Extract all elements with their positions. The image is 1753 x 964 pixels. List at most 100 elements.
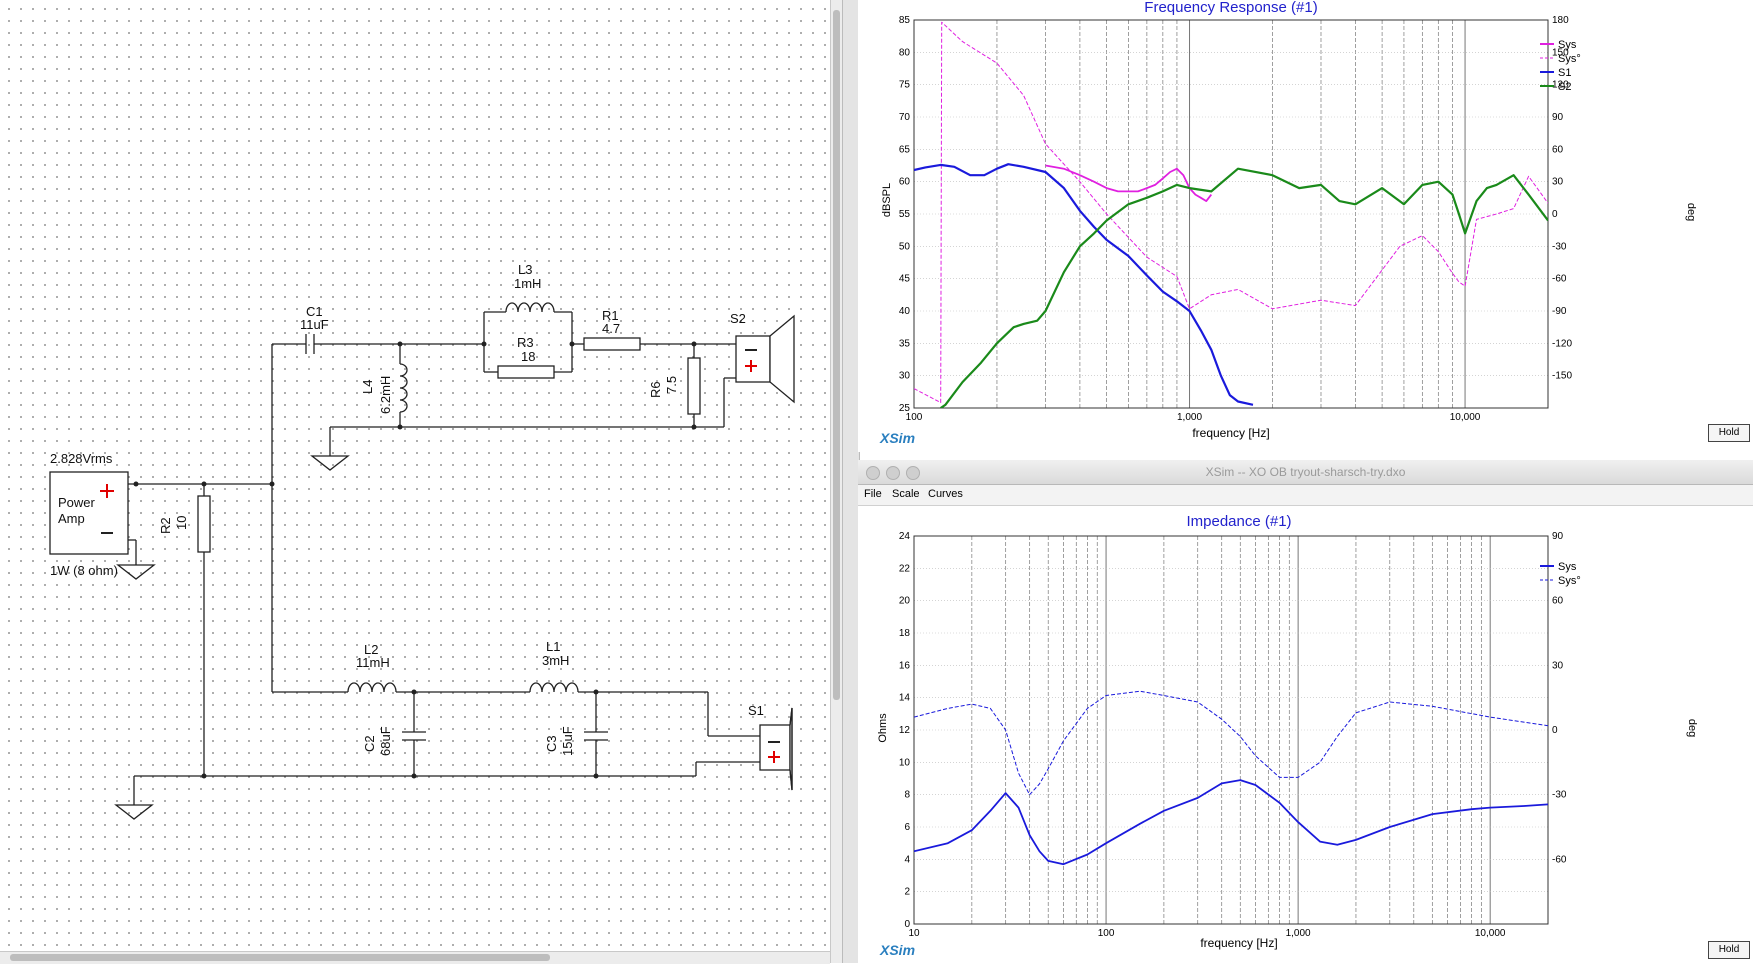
y2-tick-label: 30 [1552,660,1564,671]
s2-speaker-body[interactable] [735,335,771,383]
plot-frame [913,535,1549,925]
c2-name: C2 [362,735,377,752]
y-tick-label: 4 [904,854,910,865]
minimize-window-button[interactable] [886,466,900,480]
y-axis-label: Ohms [877,713,889,743]
xsim-brand: XSim [880,942,916,958]
l2-value: 11mH [356,655,390,670]
scrollbar-thumb[interactable] [833,10,840,700]
y-tick-label: 45 [899,274,911,285]
menu-file[interactable]: File [864,488,882,500]
y2-tick-label: -120 [1552,338,1572,349]
ground-symbol-amp [116,564,156,580]
source-voltage-label: 2.828Vrms [50,451,113,466]
y-tick-label: 14 [899,693,911,704]
y2-tick-label: 60 [1552,144,1564,155]
y-tick-label: 80 [899,47,911,58]
y-tick-label: 22 [899,563,911,574]
x-tick-label: 1,000 [1286,928,1311,939]
series-group [914,21,1548,408]
y-tick-label: 2 [904,887,910,898]
l3-coil[interactable] [505,302,555,313]
legend-label: S1 [1558,67,1571,79]
xsim-brand: XSim [880,430,916,446]
y2-tick-label: -30 [1552,241,1567,252]
r1-name: R1 [602,308,619,323]
chart-title: Frequency Response (#1) [1144,0,1317,16]
menu-scale[interactable]: Scale [892,488,920,500]
y2-tick-label: -150 [1552,371,1572,382]
s1-speaker-body[interactable] [759,724,791,771]
l1-coil[interactable] [529,682,579,693]
y2-axis-label: deg [1685,203,1697,221]
schematic-horizontal-scrollbar[interactable] [0,951,830,964]
hold-button[interactable]: Hold [1708,941,1750,959]
s1-name: S1 [748,703,764,718]
r3-name: R3 [517,335,534,350]
r6-resistor[interactable] [687,357,701,415]
l1-value: 3mH [542,653,569,668]
y-tick-label: 0 [904,919,910,930]
frequency-response-pane: Frequency Response (#1) dBSPL deg freque… [858,0,1753,452]
r1-resistor[interactable] [583,337,641,351]
y2-tick-label: -90 [1552,306,1567,317]
grid [913,535,1549,925]
r3-resistor[interactable] [497,365,555,379]
y2-tick-label: -30 [1552,790,1567,801]
y-tick-label: 60 [899,177,911,188]
l4-coil[interactable] [399,363,408,413]
l3-value: 1mH [514,276,541,291]
zoom-window-button[interactable] [906,466,920,480]
series-line-s2 [940,167,1548,408]
chart-title: Impedance (#1) [1186,513,1291,530]
r2-resistor[interactable] [197,495,211,553]
x-tick-label: 10,000 [1450,412,1481,423]
window-title: XSim -- XO OB tryout-sharsch-try.dxo [1205,465,1406,479]
l3-name: L3 [518,262,532,277]
y2-tick-label: 180 [1552,15,1569,26]
schematic-drawing: 2.828Vrms Power Amp 1W (8 ohm) C1 11uF L… [49,262,795,820]
l2-name: L2 [364,642,378,657]
r3-value: 18 [521,349,535,364]
y2-tick-label: 150 [1552,47,1569,58]
y-tick-label: 30 [899,371,911,382]
source-name-line2: Amp [58,511,85,526]
l2-coil[interactable] [347,682,397,693]
schematic-vertical-scrollbar[interactable] [830,0,843,963]
y-tick-label: 20 [899,596,911,607]
schematic-canvas[interactable]: 2.828Vrms Power Amp 1W (8 ohm) C1 11uF L… [0,0,840,963]
y2-tick-label: 0 [1552,725,1558,736]
r6-name: R6 [648,381,663,398]
y-tick-label: 55 [899,209,911,220]
s2-name: S2 [730,311,746,326]
series-line-sys [1045,164,1213,202]
y2-tick-label: -60 [1552,274,1567,285]
close-window-button[interactable] [866,466,880,480]
y-tick-label: 35 [899,338,911,349]
y-tick-label: 25 [899,403,911,414]
menu-curves[interactable]: Curves [928,488,963,500]
x-axis-label: frequency [Hz] [1200,936,1277,950]
r2-name: R2 [158,517,173,534]
window-titlebar[interactable]: XSim -- XO OB tryout-sharsch-try.dxo [858,460,1753,485]
ground-symbol-top [310,455,350,471]
y-tick-label: 85 [899,15,911,26]
power-amp-box[interactable] [49,471,129,555]
c3-value: 15uF [560,726,575,756]
y-tick-label: 10 [899,757,911,768]
frequency-response-chart: Frequency Response (#1) dBSPL deg freque… [881,0,1697,440]
y2-tick-label: 0 [1552,209,1558,220]
ground-symbol-bottom [114,804,154,820]
legend-label: Sys° [1558,53,1581,65]
l4-name: L4 [360,380,375,394]
y-tick-label: 50 [899,241,911,252]
scrollbar-thumb[interactable] [10,954,550,961]
y-tick-label: 16 [899,660,911,671]
y-tick-label: 24 [899,531,911,542]
c2-value: 68uF [378,726,393,756]
hold-button[interactable]: Hold [1708,424,1750,442]
y-tick-label: 6 [904,822,910,833]
series-group [914,690,1548,866]
